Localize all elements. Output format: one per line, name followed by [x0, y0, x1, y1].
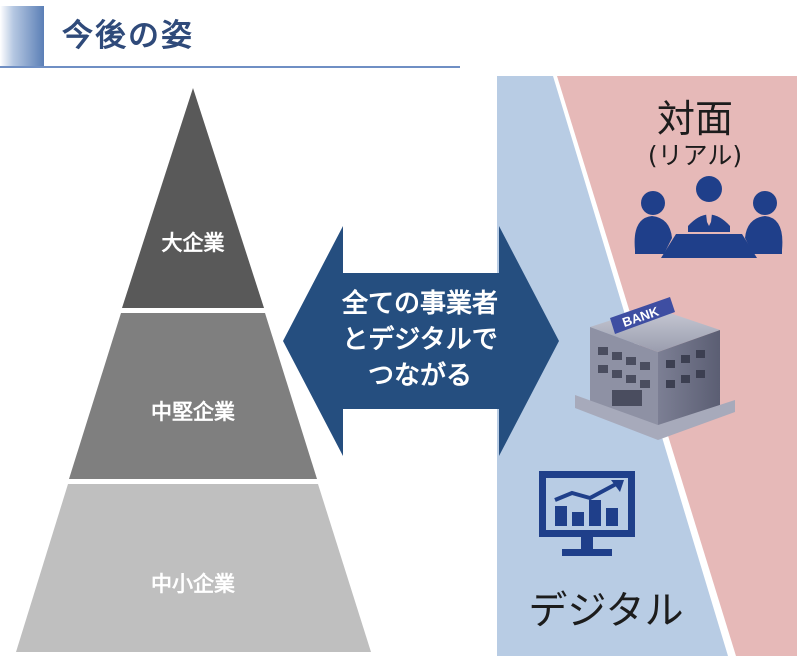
title-underline [0, 66, 460, 68]
pyramid-tier-small [16, 484, 371, 652]
pyramid-tier-mid [69, 313, 317, 479]
bank-building-icon: BANK [575, 297, 735, 440]
pyramid-tier-large [122, 88, 264, 308]
arrow-caption: 全ての事業者 とデジタルで つながる [300, 286, 540, 394]
real-channel-subtitle: (リアル) [647, 141, 743, 170]
real-channel-title: 対面 [656, 97, 733, 141]
tier-label-large: 大企業 [161, 231, 225, 255]
arrow-caption-line-2: とデジタルで [342, 325, 498, 355]
arrow-caption-line-1: 全ての事業者 [341, 289, 498, 319]
connection-arrow [283, 226, 559, 456]
digital-channel-title: デジタル [528, 589, 684, 634]
meeting-people-icon [634, 176, 783, 258]
page-title: 今後の姿 [62, 18, 194, 54]
arrow-caption-line-3: つながる [367, 361, 472, 391]
company-pyramid [16, 88, 371, 652]
page-header: 今後の姿 [0, 0, 470, 72]
monitor-chart-icon [539, 471, 635, 556]
title-accent-bar [0, 6, 44, 66]
tier-label-mid: 中堅企業 [151, 400, 235, 424]
tier-label-small: 中小企業 [151, 572, 235, 596]
